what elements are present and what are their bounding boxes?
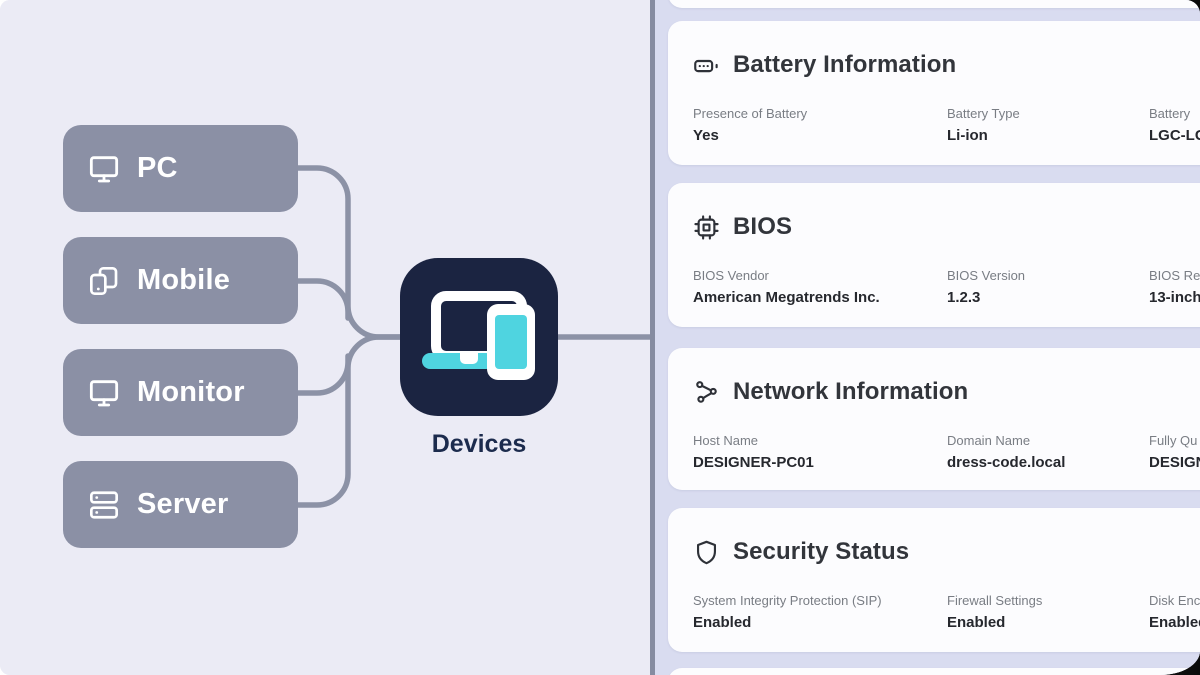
field: BIOS Version 1.2.3 bbox=[947, 268, 1149, 306]
field-label: Domain Name bbox=[947, 433, 1031, 448]
field-value: American Megatrends Inc. bbox=[693, 289, 880, 306]
field-label: Disk Enc bbox=[1149, 593, 1200, 608]
field: Domain Name dress-code.local bbox=[947, 433, 1149, 471]
field: Fully Qu DESIGN bbox=[1149, 433, 1200, 471]
card-battery-information: Battery Information Presence of Battery … bbox=[668, 21, 1200, 165]
chip-icon bbox=[693, 214, 720, 241]
field-value: Li-ion bbox=[947, 127, 988, 144]
card-security-status: Security Status System Integrity Protect… bbox=[668, 508, 1200, 652]
devices-icon bbox=[422, 291, 535, 380]
card-title: Network Information bbox=[733, 378, 969, 405]
field-label: Firewall Settings bbox=[947, 593, 1043, 608]
node-label: Monitor bbox=[137, 376, 245, 408]
node-monitor[interactable]: Monitor bbox=[63, 349, 298, 436]
field-label: Host Name bbox=[693, 433, 759, 448]
node-label: Mobile bbox=[137, 264, 231, 296]
field-value: DESIGN bbox=[1149, 454, 1200, 471]
node-server[interactable]: Server bbox=[63, 461, 298, 548]
field: Host Name DESIGNER-PC01 bbox=[693, 433, 947, 471]
field-value: Enabled bbox=[693, 614, 752, 631]
field-value: 13-inch bbox=[1149, 289, 1200, 306]
field-label: BIOS Vendor bbox=[693, 268, 769, 283]
tablet-icon bbox=[88, 265, 120, 297]
field-value: LGC-LG bbox=[1149, 127, 1200, 144]
card-network-information: Network Information Host Name DESIGNER-P… bbox=[668, 348, 1200, 490]
field-label: Battery bbox=[1149, 106, 1191, 121]
field: Battery Type Li-ion bbox=[947, 106, 1149, 144]
field-label: Fully Qu bbox=[1149, 433, 1198, 448]
field: Battery LGC-LG bbox=[1149, 106, 1200, 144]
field-value: Enabled bbox=[947, 614, 1006, 631]
card-title: Battery Information bbox=[733, 51, 957, 78]
field: System Integrity Protection (SIP) Enable… bbox=[693, 593, 947, 631]
node-label: Server bbox=[137, 488, 229, 520]
card-partial-bottom bbox=[668, 668, 1200, 675]
network-icon bbox=[693, 379, 720, 406]
devices-node[interactable] bbox=[400, 258, 558, 416]
shield-icon bbox=[693, 539, 720, 566]
field-value: Yes bbox=[693, 127, 719, 144]
field-value: dress-code.local bbox=[947, 454, 1066, 471]
monitor-icon bbox=[88, 377, 120, 409]
field-label: Presence of Battery bbox=[693, 106, 808, 121]
panel-divider bbox=[650, 0, 655, 675]
field-value: 1.2.3 bbox=[947, 289, 981, 306]
field: Disk Enc Enabled bbox=[1149, 593, 1200, 631]
node-mobile[interactable]: Mobile bbox=[63, 237, 298, 324]
field-label: BIOS Re bbox=[1149, 268, 1200, 283]
connector-lines bbox=[295, 165, 655, 508]
battery-icon bbox=[693, 52, 720, 79]
field-value: DESIGNER-PC01 bbox=[693, 454, 814, 471]
devices-label: Devices bbox=[431, 430, 527, 458]
field-label: System Integrity Protection (SIP) bbox=[693, 593, 882, 608]
field: BIOS Vendor American Megatrends Inc. bbox=[693, 268, 947, 306]
card-title: Security Status bbox=[733, 538, 910, 565]
node-pc[interactable]: PC bbox=[63, 125, 298, 212]
field: Firewall Settings Enabled bbox=[947, 593, 1149, 631]
field: BIOS Re 13-inch bbox=[1149, 268, 1200, 306]
node-label: PC bbox=[137, 152, 178, 184]
field: Presence of Battery Yes bbox=[693, 106, 947, 144]
card-partial-top bbox=[668, 0, 1200, 8]
monitor-icon bbox=[88, 153, 120, 185]
field-label: BIOS Version bbox=[947, 268, 1026, 283]
card-bios: BIOS BIOS Vendor American Megatrends Inc… bbox=[668, 183, 1200, 327]
device-diagram-panel: PC Mobile Monitor bbox=[63, 125, 655, 548]
server-icon bbox=[88, 489, 120, 521]
system-info-panel: Battery Information Presence of Battery … bbox=[655, 0, 1200, 675]
field-label: Battery Type bbox=[947, 106, 1020, 121]
card-title: BIOS bbox=[733, 213, 793, 240]
field-value: Enabled bbox=[1149, 614, 1200, 631]
